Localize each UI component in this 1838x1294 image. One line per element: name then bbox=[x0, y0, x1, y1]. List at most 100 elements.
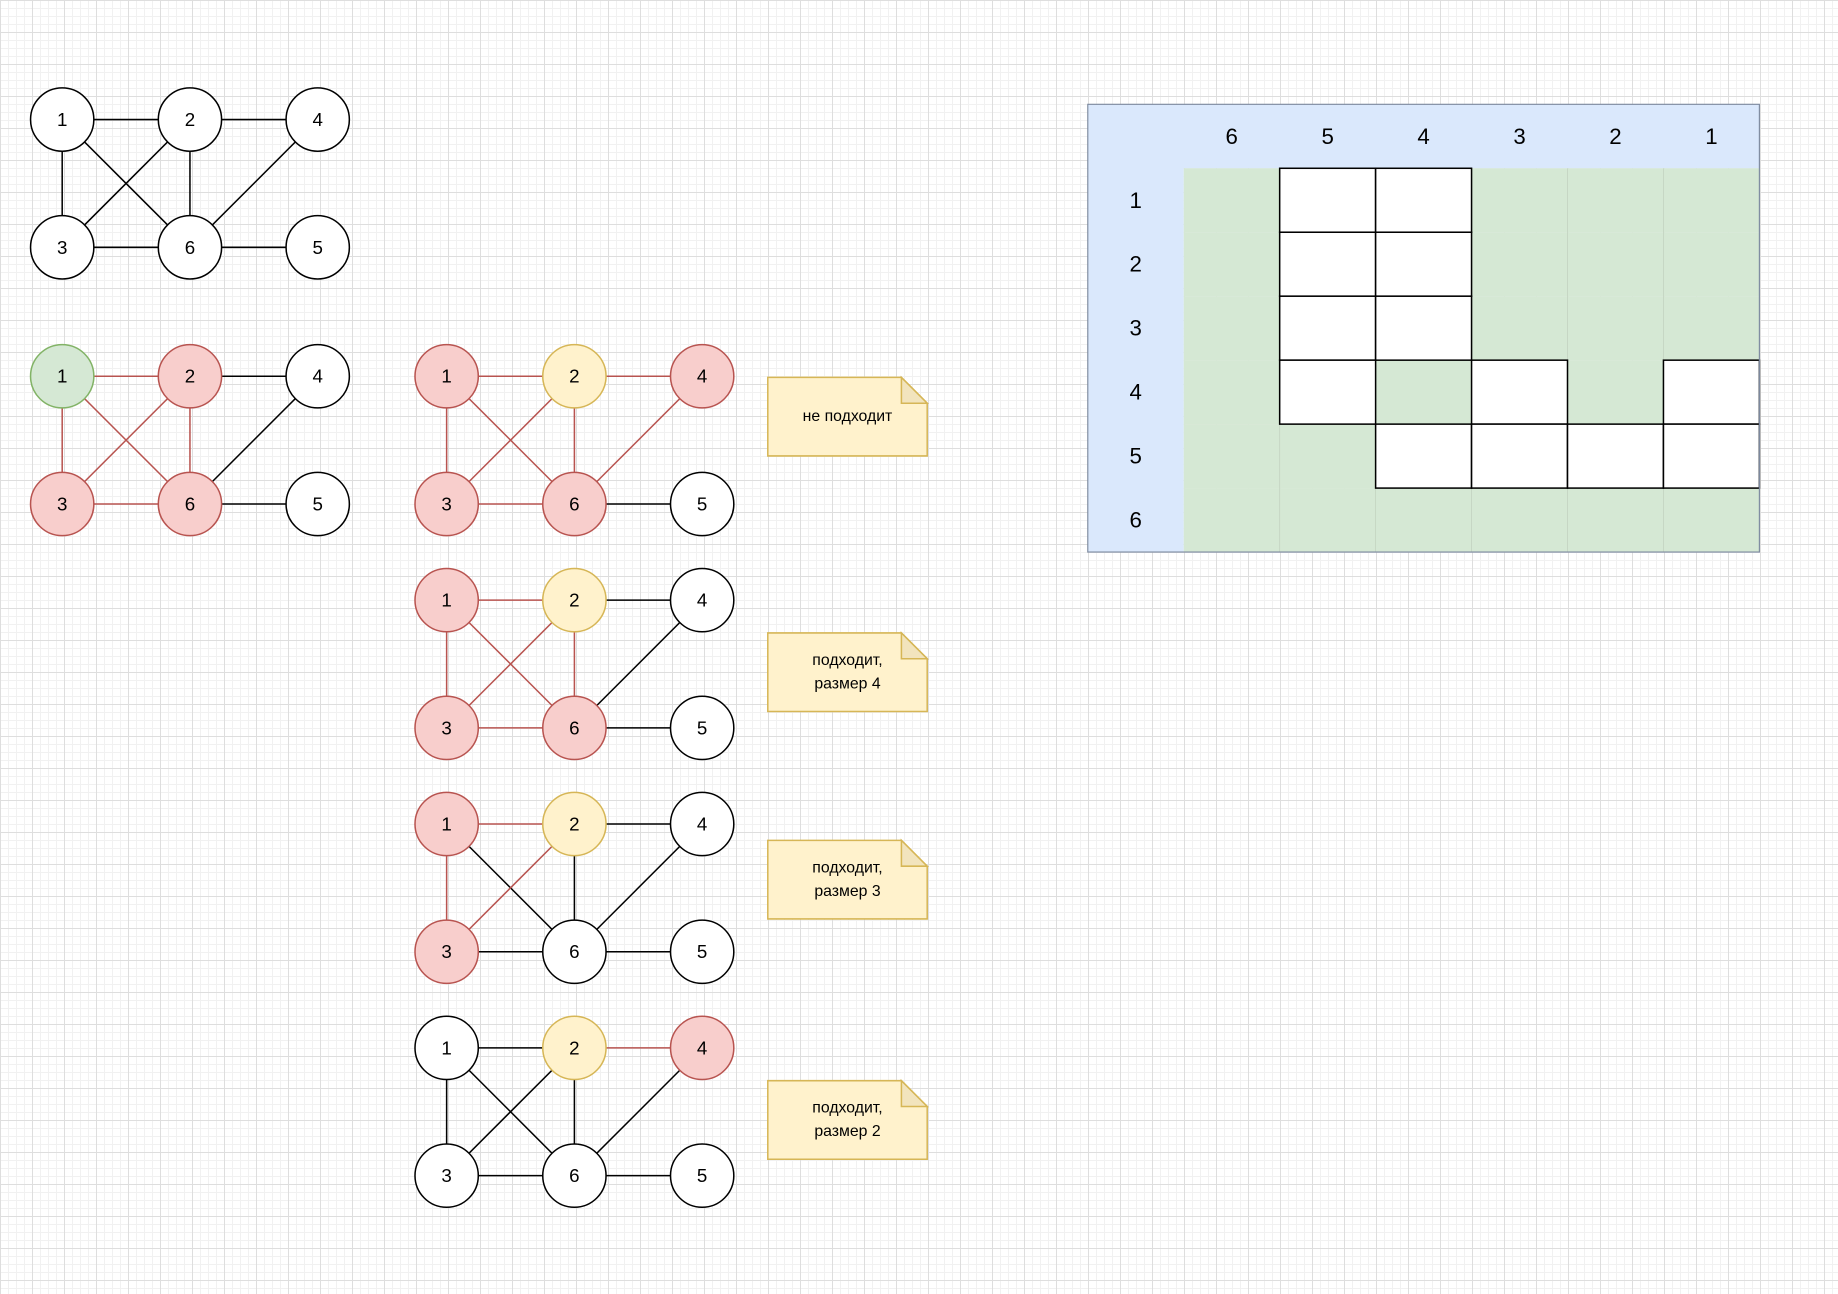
table-cell[interactable] bbox=[1567, 168, 1664, 233]
graph-node[interactable]: 2 bbox=[541, 791, 607, 857]
table-cell[interactable] bbox=[1471, 232, 1568, 297]
table-cell[interactable] bbox=[1663, 296, 1760, 361]
node-circle bbox=[285, 471, 351, 537]
node-circle bbox=[285, 87, 351, 152]
node-label: 3 bbox=[57, 237, 67, 258]
table-cell[interactable] bbox=[1470, 423, 1569, 489]
graph-node[interactable]: 1 bbox=[29, 343, 95, 409]
table-cell[interactable] bbox=[1374, 423, 1473, 489]
column-header[interactable]: 3 bbox=[1513, 124, 1525, 149]
graph-node[interactable]: 3 bbox=[414, 1143, 480, 1209]
row-header[interactable]: 1 bbox=[1130, 188, 1142, 213]
graph-node[interactable]: 6 bbox=[157, 471, 223, 537]
graph-node[interactable]: 2 bbox=[541, 567, 607, 633]
note[interactable]: подходит,размер 2 bbox=[767, 1078, 930, 1160]
table-cell[interactable] bbox=[1470, 359, 1569, 425]
row-header[interactable]: 5 bbox=[1130, 444, 1142, 469]
graph-node[interactable]: 3 bbox=[414, 695, 480, 761]
table-cell[interactable] bbox=[1471, 168, 1568, 233]
note[interactable]: подходит,размер 4 bbox=[767, 631, 930, 713]
node-circle bbox=[285, 343, 351, 409]
column-header[interactable]: 1 bbox=[1705, 124, 1717, 149]
graph-node[interactable]: 5 bbox=[669, 471, 735, 537]
table-cell[interactable] bbox=[1374, 167, 1473, 234]
note[interactable]: подходит,размер 3 bbox=[767, 838, 930, 920]
table-cell[interactable] bbox=[1278, 295, 1377, 361]
table-cell[interactable] bbox=[1278, 167, 1377, 234]
node-circle bbox=[157, 343, 223, 409]
graph-node[interactable]: 6 bbox=[157, 214, 223, 280]
table-cell[interactable] bbox=[1375, 360, 1472, 425]
table-cell[interactable] bbox=[1663, 488, 1760, 553]
graph-node[interactable]: 4 bbox=[285, 87, 351, 152]
graph-node[interactable]: 4 bbox=[669, 791, 735, 857]
table-cell[interactable] bbox=[1663, 232, 1760, 297]
row-header[interactable]: 6 bbox=[1130, 508, 1142, 533]
row-header[interactable]: 2 bbox=[1130, 252, 1142, 277]
graph-node[interactable]: 6 bbox=[541, 471, 607, 537]
table-cell[interactable] bbox=[1662, 423, 1761, 489]
table-cell[interactable] bbox=[1567, 232, 1664, 297]
graph-node[interactable]: 2 bbox=[541, 1015, 607, 1081]
graph-node[interactable]: 5 bbox=[285, 214, 351, 280]
note-text-line: подходит, bbox=[812, 652, 882, 669]
graph-node[interactable]: 1 bbox=[414, 791, 480, 857]
table-cell[interactable] bbox=[1183, 424, 1280, 489]
table-cell[interactable] bbox=[1278, 359, 1377, 425]
graph-node[interactable]: 3 bbox=[29, 471, 95, 537]
graph-node[interactable]: 5 bbox=[669, 919, 735, 985]
table-cell[interactable] bbox=[1471, 296, 1568, 361]
graph-node[interactable]: 2 bbox=[157, 87, 223, 152]
table-cell[interactable] bbox=[1567, 488, 1664, 553]
table-cell[interactable] bbox=[1183, 488, 1280, 553]
table-cell[interactable] bbox=[1279, 488, 1376, 553]
table-cell[interactable] bbox=[1567, 296, 1664, 361]
graph-node[interactable]: 6 bbox=[541, 919, 607, 985]
column-header[interactable]: 5 bbox=[1321, 124, 1333, 149]
table-cell[interactable] bbox=[1471, 488, 1568, 553]
table-cell[interactable] bbox=[1183, 360, 1280, 425]
node-circle bbox=[414, 695, 480, 761]
table-cell[interactable] bbox=[1183, 168, 1280, 233]
graph-node[interactable]: 3 bbox=[414, 471, 480, 537]
graph-node[interactable]: 4 bbox=[285, 343, 351, 409]
column-header[interactable]: 6 bbox=[1226, 124, 1238, 149]
table-cell[interactable] bbox=[1279, 424, 1376, 489]
graph-node[interactable]: 6 bbox=[541, 695, 607, 761]
graph-node[interactable]: 1 bbox=[414, 567, 480, 633]
table-cell[interactable] bbox=[1183, 296, 1280, 361]
matrix-table[interactable]: 6 5 4 3 2 1 1 2 3 4 5 6 bbox=[1087, 103, 1761, 553]
column-header[interactable]: 4 bbox=[1417, 124, 1429, 149]
graph-node[interactable]: 3 bbox=[414, 919, 480, 985]
graph-node[interactable]: 5 bbox=[669, 1143, 735, 1209]
note[interactable]: не подходит bbox=[767, 375, 930, 457]
graph-node[interactable]: 3 bbox=[29, 214, 95, 280]
graph-node[interactable]: 2 bbox=[157, 343, 223, 409]
graph-node[interactable]: 2 bbox=[541, 343, 607, 409]
row-header[interactable]: 4 bbox=[1130, 380, 1142, 405]
node-circle bbox=[669, 695, 735, 761]
table-cell[interactable] bbox=[1183, 232, 1280, 297]
table-cell[interactable] bbox=[1374, 295, 1473, 361]
table-cell[interactable] bbox=[1278, 231, 1377, 297]
graph-node[interactable]: 4 bbox=[669, 343, 735, 409]
graph-node[interactable]: 4 bbox=[669, 567, 735, 633]
graph-node[interactable]: 1 bbox=[414, 343, 480, 409]
row-header[interactable]: 3 bbox=[1130, 316, 1142, 341]
table-cell[interactable] bbox=[1566, 423, 1665, 489]
graph-node[interactable]: 4 bbox=[669, 1015, 735, 1081]
graph-node[interactable]: 1 bbox=[29, 87, 95, 152]
graph-node[interactable]: 5 bbox=[669, 695, 735, 761]
table-cell[interactable] bbox=[1374, 231, 1473, 297]
graph-node[interactable]: 1 bbox=[414, 1015, 480, 1081]
table-cell[interactable] bbox=[1567, 360, 1664, 425]
table-cell[interactable] bbox=[1375, 488, 1472, 553]
column-header[interactable]: 2 bbox=[1609, 124, 1621, 149]
graph-node[interactable]: 6 bbox=[541, 1143, 607, 1209]
table-cell[interactable] bbox=[1662, 359, 1761, 425]
graph-node[interactable]: 5 bbox=[285, 471, 351, 537]
table-cell[interactable] bbox=[1663, 168, 1760, 233]
node-circle bbox=[29, 87, 95, 152]
